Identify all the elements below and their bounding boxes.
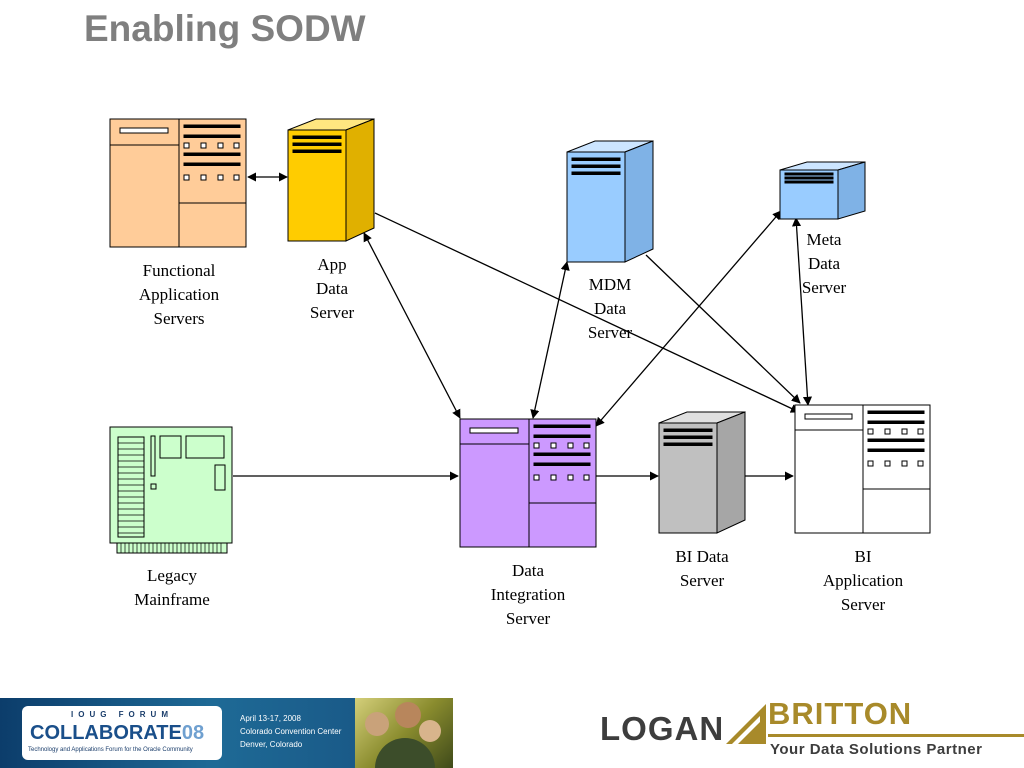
app-data-server-label: App Data Server — [309, 255, 355, 322]
company-name-right: BRITTON — [768, 696, 913, 731]
connectors — [233, 172, 813, 481]
conference-name-text: COLLABORATE — [30, 722, 182, 744]
collaborate-logo: IOUG FORUM COLLABORATE08 Technology and … — [22, 706, 222, 760]
bi-application-server-icon — [794, 404, 931, 534]
legacy-mainframe-label: Legacy Mainframe — [134, 566, 210, 609]
bi-data-server-label: BI Data Server — [675, 547, 729, 590]
company-logo-rule — [768, 734, 1024, 737]
event-info: April 13-17, 2008 Colorado Convention Ce… — [240, 714, 342, 749]
company-tagline: Your Data Solutions Partner — [770, 741, 983, 758]
conference-year: 08 — [181, 722, 205, 744]
functional-app-servers-label: Functional Application Servers — [138, 261, 220, 328]
connector-mdm-to-dataintegration — [530, 261, 570, 419]
meta-data-server-label: Meta Data Server — [801, 230, 847, 297]
company-logo: LOGAN BRITTON Your Data Solutions Partne… — [600, 696, 1024, 768]
team-photo — [355, 698, 453, 768]
mdm-data-server-label: MDM Data Server — [587, 275, 633, 342]
app-data-server-icon — [287, 118, 375, 242]
bi-application-server-label: BI Application Server — [822, 547, 904, 614]
bi-data-server-icon — [658, 411, 746, 534]
conference-banner: IOUG FORUM COLLABORATE08 Technology and … — [0, 698, 453, 768]
functional-app-servers-body — [109, 118, 247, 248]
connector-meta-to-biapp — [791, 217, 813, 406]
conference-series: IOUG FORUM — [71, 710, 173, 719]
conference-banner-background: IOUG FORUM COLLABORATE08 Technology and … — [0, 698, 355, 768]
data-integration-server-label: Data Integration Server — [490, 561, 566, 628]
legacy-mainframe-icon — [109, 426, 233, 554]
meta-data-server-icon — [779, 161, 866, 220]
connector-meta-to-dataintegration — [595, 210, 782, 427]
company-name-left: LOGAN — [600, 710, 725, 747]
slide-title: Enabling SODW — [84, 8, 366, 49]
mdm-data-server-icon — [566, 140, 654, 263]
architecture-diagram — [109, 118, 931, 554]
conference-tagline: Technology and Applications Forum for th… — [28, 747, 193, 753]
data-integration-server-icon — [459, 418, 597, 548]
connector-app-to-dataintegration — [363, 232, 461, 419]
company-mark-icon — [726, 704, 766, 744]
functional-app-servers-icon — [109, 118, 247, 248]
conference-name: COLLABORATE08 — [30, 722, 204, 745]
connector-mdm-to-biapp — [645, 254, 801, 404]
